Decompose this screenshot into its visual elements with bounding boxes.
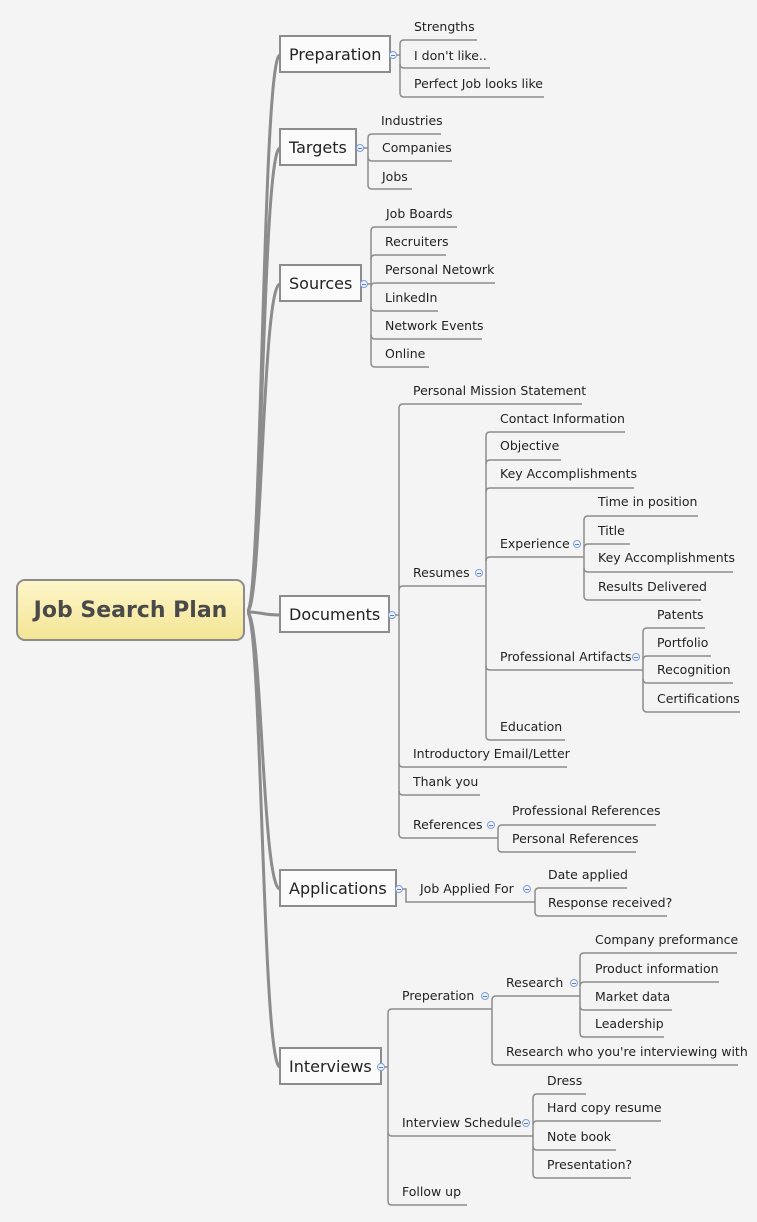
topic-network-events[interactable]: Network Events	[385, 318, 484, 333]
topic-online[interactable]: Online	[385, 346, 426, 361]
topic-dont-like[interactable]: I don't like..	[414, 48, 487, 63]
collapse-experience-icon[interactable]	[573, 540, 581, 548]
topic-presentation[interactable]: Presentation?	[547, 1157, 633, 1172]
topic-certifications[interactable]: Certifications	[657, 691, 740, 706]
collapse-preparation-icon[interactable]	[389, 51, 397, 59]
topic-recruiters[interactable]: Recruiters	[385, 234, 449, 249]
topic-hard-copy-resume[interactable]: Hard copy resume	[547, 1100, 662, 1115]
topic-product-information[interactable]: Product information	[595, 961, 719, 976]
topic-patents[interactable]: Patents	[657, 607, 704, 622]
collapse-research-icon[interactable]	[570, 979, 578, 987]
root-topic[interactable]: Job Search Plan	[16, 579, 245, 641]
topic-job-boards[interactable]: Job Boards	[386, 206, 453, 221]
topic-research[interactable]: Research	[506, 975, 564, 990]
topic-professional-references[interactable]: Professional References	[512, 803, 661, 818]
topic-title[interactable]: Title	[598, 523, 625, 538]
topic-references[interactable]: References	[413, 817, 483, 832]
topic-personal-network[interactable]: Personal Netowrk	[385, 262, 495, 277]
topic-note-book[interactable]: Note book	[547, 1129, 612, 1144]
topic-experience-accomplishments[interactable]: Key Accomplishments	[598, 550, 736, 565]
collapse-job-applied-icon[interactable]	[523, 885, 531, 893]
topic-education[interactable]: Education	[500, 719, 563, 734]
topic-linkedin[interactable]: LinkedIn	[385, 290, 438, 305]
topic-introductory-email[interactable]: Introductory Email/Letter	[413, 746, 570, 761]
topic-key-accomplishments[interactable]: Key Accomplishments	[500, 466, 638, 481]
topic-job-applied-for[interactable]: Job Applied For	[420, 881, 514, 896]
topic-resumes[interactable]: Resumes	[413, 565, 470, 580]
branch-documents[interactable]: Documents	[279, 595, 391, 633]
topic-thank-you[interactable]: Thank you	[413, 774, 479, 789]
collapse-applications-icon[interactable]	[395, 885, 403, 893]
topic-strengths[interactable]: Strengths	[414, 19, 475, 34]
topic-leadership[interactable]: Leadership	[595, 1016, 664, 1031]
branch-applications[interactable]: Applications	[279, 869, 397, 907]
topic-response-received[interactable]: Response received?	[548, 895, 673, 910]
topic-preperation[interactable]: Preperation	[402, 988, 475, 1003]
topic-industries[interactable]: Industries	[381, 113, 443, 128]
topic-market-data[interactable]: Market data	[595, 989, 671, 1004]
topic-companies[interactable]: Companies	[382, 140, 452, 155]
topic-contact-information[interactable]: Contact Information	[500, 411, 625, 426]
topic-interview-schedule[interactable]: Interview Schedule	[402, 1115, 522, 1130]
topic-time-in-position[interactable]: Time in position	[598, 494, 698, 509]
branch-interviews[interactable]: Interviews	[279, 1047, 382, 1085]
collapse-artifacts-icon[interactable]	[632, 653, 640, 661]
topic-mission-statement[interactable]: Personal Mission Statement	[413, 383, 587, 398]
topic-professional-artifacts[interactable]: Professional Artifacts	[500, 649, 632, 664]
collapse-references-icon[interactable]	[487, 821, 495, 829]
topic-dress[interactable]: Dress	[547, 1073, 583, 1088]
collapse-preperation-icon[interactable]	[481, 992, 489, 1000]
branch-preparation[interactable]: Preparation	[279, 35, 392, 73]
branch-sources[interactable]: Sources	[279, 264, 363, 302]
topic-portfolio[interactable]: Portfolio	[657, 635, 709, 650]
collapse-resumes-icon[interactable]	[475, 569, 483, 577]
topic-recognition[interactable]: Recognition	[657, 662, 731, 677]
collapse-sources-icon[interactable]	[360, 280, 368, 288]
topic-personal-references[interactable]: Personal References	[512, 831, 639, 846]
topic-perfect-job[interactable]: Perfect Job looks like	[414, 76, 543, 91]
topic-jobs[interactable]: Jobs	[382, 169, 408, 184]
collapse-targets-icon[interactable]	[356, 144, 364, 152]
topic-research-interviewers[interactable]: Research who you're interviewing with	[506, 1044, 748, 1059]
collapse-schedule-icon[interactable]	[522, 1119, 530, 1127]
branch-targets[interactable]: Targets	[279, 128, 357, 166]
topic-date-applied[interactable]: Date applied	[548, 867, 628, 882]
topic-objective[interactable]: Objective	[500, 438, 560, 453]
collapse-documents-icon[interactable]	[388, 611, 396, 619]
collapse-interviews-icon[interactable]	[377, 1063, 385, 1071]
topic-results-delivered[interactable]: Results Delivered	[598, 579, 707, 594]
topic-experience[interactable]: Experience	[500, 536, 570, 551]
topic-company-performance[interactable]: Company preformance	[595, 932, 739, 947]
topic-follow-up[interactable]: Follow up	[402, 1184, 462, 1199]
